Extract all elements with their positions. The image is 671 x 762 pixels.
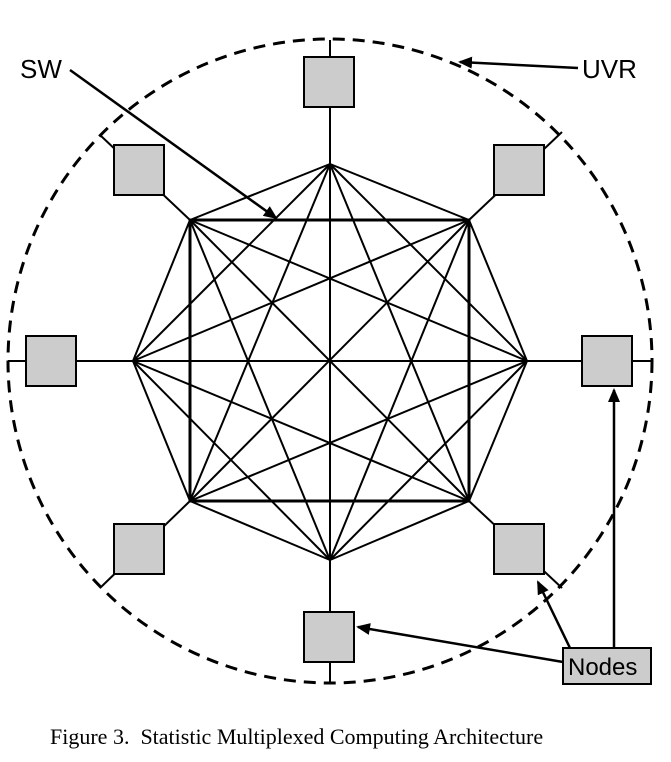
switch-fabric-mesh bbox=[132, 163, 528, 561]
mesh-link bbox=[329, 163, 470, 502]
node-top-left bbox=[113, 144, 165, 196]
nodes-arrow-to-bottom bbox=[356, 623, 564, 664]
mesh-link bbox=[132, 219, 470, 362]
uvr-label: UVR bbox=[582, 54, 637, 84]
mesh-link bbox=[329, 163, 528, 362]
nodes-label: Nodes bbox=[568, 654, 637, 681]
node-left bbox=[25, 335, 77, 387]
node-top bbox=[303, 56, 355, 108]
mesh-link bbox=[189, 360, 528, 502]
mesh-link bbox=[189, 163, 331, 221]
sw-label: SW bbox=[20, 54, 62, 84]
nodes-arrow-to-bottom-right bbox=[536, 580, 572, 649]
mesh-link bbox=[189, 219, 470, 502]
nodes bbox=[25, 56, 633, 663]
mesh-link bbox=[189, 500, 331, 561]
mesh-link bbox=[329, 219, 470, 561]
mesh-link bbox=[132, 360, 191, 502]
switch-fabric bbox=[132, 163, 528, 561]
mesh-link bbox=[132, 360, 331, 561]
mesh-link bbox=[468, 360, 528, 502]
uvr-pointer-arrow bbox=[458, 56, 579, 70]
mesh-link bbox=[468, 219, 528, 362]
mesh-link bbox=[329, 500, 470, 561]
mesh-link bbox=[132, 360, 470, 502]
mesh-link bbox=[189, 163, 331, 502]
node-top-right bbox=[493, 144, 545, 196]
nodes-label-box bbox=[562, 647, 652, 685]
mesh-link bbox=[132, 219, 191, 362]
mesh-link bbox=[329, 163, 470, 221]
node-bottom bbox=[303, 611, 355, 663]
sw-pointer-arrow bbox=[69, 68, 278, 220]
figure-caption: Figure 3. Statistic Multiplexed Computin… bbox=[50, 724, 543, 749]
node-bottom-right bbox=[493, 523, 545, 575]
node-bottom-left bbox=[113, 523, 165, 575]
node-right bbox=[581, 335, 633, 387]
mesh-link bbox=[189, 219, 528, 362]
mesh-link bbox=[189, 219, 331, 561]
